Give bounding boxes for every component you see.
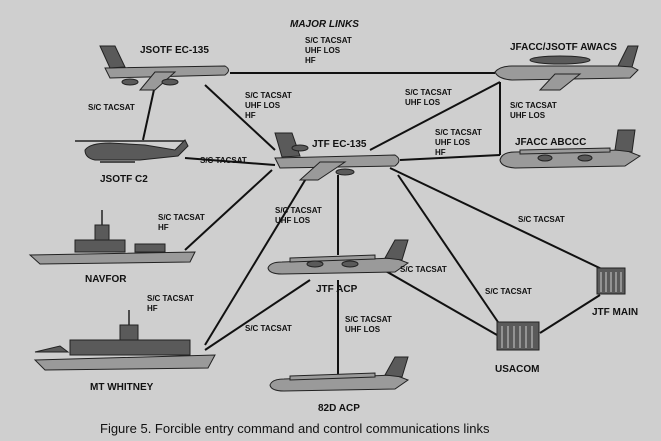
node-label-82d-acp: 82D ACP [318,403,360,414]
link-label-ec135-awacs: S/C TACSAT UHF LOS HF [305,36,352,65]
svg-text:S/C TACSAT: S/C TACSAT [245,91,292,100]
svg-text:S/C TACSAT: S/C TACSAT [345,315,392,324]
link-label-jtf-abccc: S/C TACSAT UHF LOS HF [435,128,482,157]
navfor-ship [28,210,196,265]
svg-text:HF: HF [245,111,256,120]
link-jtf-main [389,167,609,273]
link-label-jtf-whitney: S/C TACSAT HF [147,294,194,313]
link-usacom-main [539,294,601,334]
link-label-jtf-acp: S/C TACSAT UHF LOS [275,206,322,225]
svg-text:S/C TACSAT: S/C TACSAT [275,206,322,215]
svg-text:S/C TACSAT: S/C TACSAT [88,103,135,112]
node-label-jfacc-awacs: JFACC/JSOTF AWACS [510,42,617,53]
link-label-jtf-usacom: S/C TACSAT [485,287,532,296]
link-label-jtf-awacs: S/C TACSAT UHF LOS [405,88,452,107]
jsotf-ec135-aircraft [99,45,229,91]
link-jtf-c2 [184,157,276,166]
mt-whitney-ship [33,310,216,371]
svg-text:S/C TACSAT: S/C TACSAT [147,294,194,303]
link-ec135-jtf [204,84,276,151]
link-label-acp-usacom: S/C TACSAT [400,265,447,274]
svg-text:S/C TACSAT: S/C TACSAT [510,101,557,110]
link-label-jtf-navfor: S/C TACSAT HF [158,213,205,232]
svg-text:UHF LOS: UHF LOS [245,101,281,110]
node-label-jsotf-ec135: JSOTF EC-135 [140,45,209,56]
link-acp-usacom [369,261,498,336]
node-label-usacom: USACOM [495,364,539,375]
link-jtf-usacom [397,174,501,326]
link-acp-whitney [204,279,311,351]
svg-text:HF: HF [147,304,158,313]
usacom-building [496,321,540,351]
svg-text:HF: HF [305,56,316,65]
acp-82d-aircraft [269,356,410,392]
link-lines [142,72,609,375]
svg-text:HF: HF [158,223,169,232]
svg-text:S/C TACSAT: S/C TACSAT [245,324,292,333]
jfacc-abccc-aircraft [499,129,642,169]
link-ec135-c2 [142,84,156,141]
link-jtf-awacs [369,81,501,151]
jtf-acp-aircraft [267,239,410,275]
svg-text:UHF LOS: UHF LOS [510,111,546,120]
link-label-ec135-jtf: S/C TACSAT UHF LOS HF [245,91,292,120]
link-label-acp-82d: S/C TACSAT UHF LOS [345,315,392,334]
link-label-ec135-c2: S/C TACSAT [88,103,135,112]
link-label-jtf-c2: S/C TACSAT [200,156,247,165]
link-label-acp-whitney: S/C TACSAT [245,324,292,333]
node-label-jtf-acp: JTF ACP [316,284,358,295]
svg-text:S/C TACSAT: S/C TACSAT [435,128,482,137]
link-label-jtf-main: S/C TACSAT [518,215,565,224]
jtf-main-building [596,267,626,295]
jsotf-c2-helicopter [75,139,189,163]
svg-text:UHF LOS: UHF LOS [305,46,341,55]
svg-text:HF: HF [435,148,446,157]
svg-text:S/C TACSAT: S/C TACSAT [305,36,352,45]
svg-text:S/C TACSAT: S/C TACSAT [485,287,532,296]
svg-text:S/C TACSAT: S/C TACSAT [400,265,447,274]
link-jtf-whitney [204,171,311,346]
svg-text:S/C TACSAT: S/C TACSAT [518,215,565,224]
jfacc-awacs-aircraft [494,45,639,91]
diagram-title: MAJOR LINKS [290,19,359,30]
svg-text:UHF LOS: UHF LOS [275,216,311,225]
node-label-jfacc-abccc: JFACC ABCCC [515,137,586,148]
figure-caption: Figure 5. Forcible entry command and con… [100,421,490,436]
svg-text:UHF LOS: UHF LOS [405,98,441,107]
node-label-navfor: NAVFOR [85,274,127,285]
link-jtf-abccc [399,154,501,161]
link-jtf-navfor [184,169,273,251]
svg-text:S/C TACSAT: S/C TACSAT [200,156,247,165]
svg-text:S/C TACSAT: S/C TACSAT [158,213,205,222]
node-label-jtf-main: JTF MAIN [592,307,638,318]
jtf-ec135-aircraft [274,132,400,181]
link-label-awacs-abccc: S/C TACSAT UHF LOS [510,101,557,120]
node-label-jtf-ec135: JTF EC-135 [312,139,367,150]
svg-text:S/C TACSAT: S/C TACSAT [405,88,452,97]
node-label-jsotf-c2: JSOTF C2 [100,174,148,185]
svg-text:UHF LOS: UHF LOS [435,138,471,147]
svg-text:UHF LOS: UHF LOS [345,325,381,334]
node-label-mt-whitney: MT WHITNEY [90,382,154,393]
